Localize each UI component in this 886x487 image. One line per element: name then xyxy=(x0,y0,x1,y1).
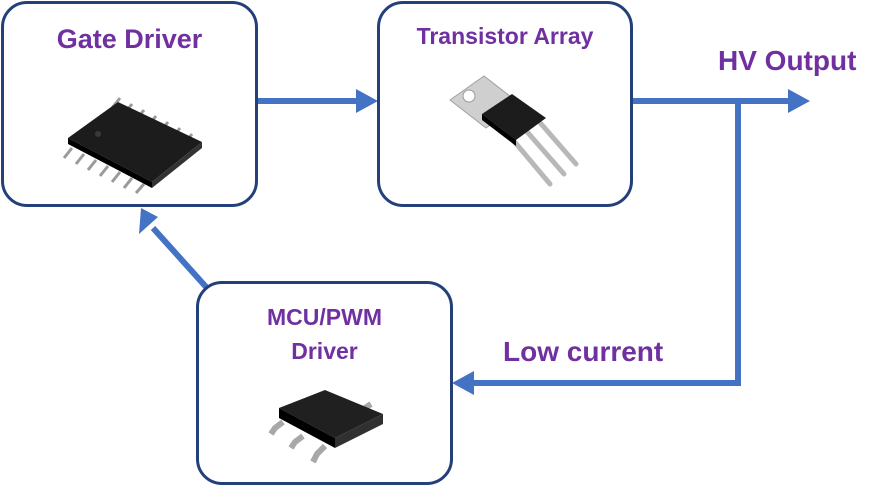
transistor-array-label: Transistor Array xyxy=(416,23,594,49)
sot23-chip-icon xyxy=(268,390,383,464)
low-current-label: Low current xyxy=(503,336,664,367)
arrow-mcu-to-gate xyxy=(150,225,210,291)
gate-driver-label: Gate Driver xyxy=(56,24,203,54)
gate-driver-block: Gate Driver xyxy=(1,1,258,207)
transistor-array-block: Transistor Array xyxy=(377,1,633,207)
to220-transistor-icon xyxy=(449,75,579,187)
feedback-line xyxy=(470,101,741,386)
arrowhead-hv-output xyxy=(788,89,810,113)
mcu-pwm-label-line1: MCU/PWM xyxy=(267,304,382,330)
hv-output-label: HV Output xyxy=(718,45,857,76)
mcu-pwm-label-line2: Driver xyxy=(291,338,358,364)
mcu-pwm-driver-block: MCU/PWM Driver xyxy=(196,281,453,485)
arrowhead-mcu-in xyxy=(452,371,474,395)
arrowhead-gate-in xyxy=(139,208,158,234)
arrowhead-transistor-in xyxy=(356,89,378,113)
soic-chip-icon xyxy=(62,97,202,194)
